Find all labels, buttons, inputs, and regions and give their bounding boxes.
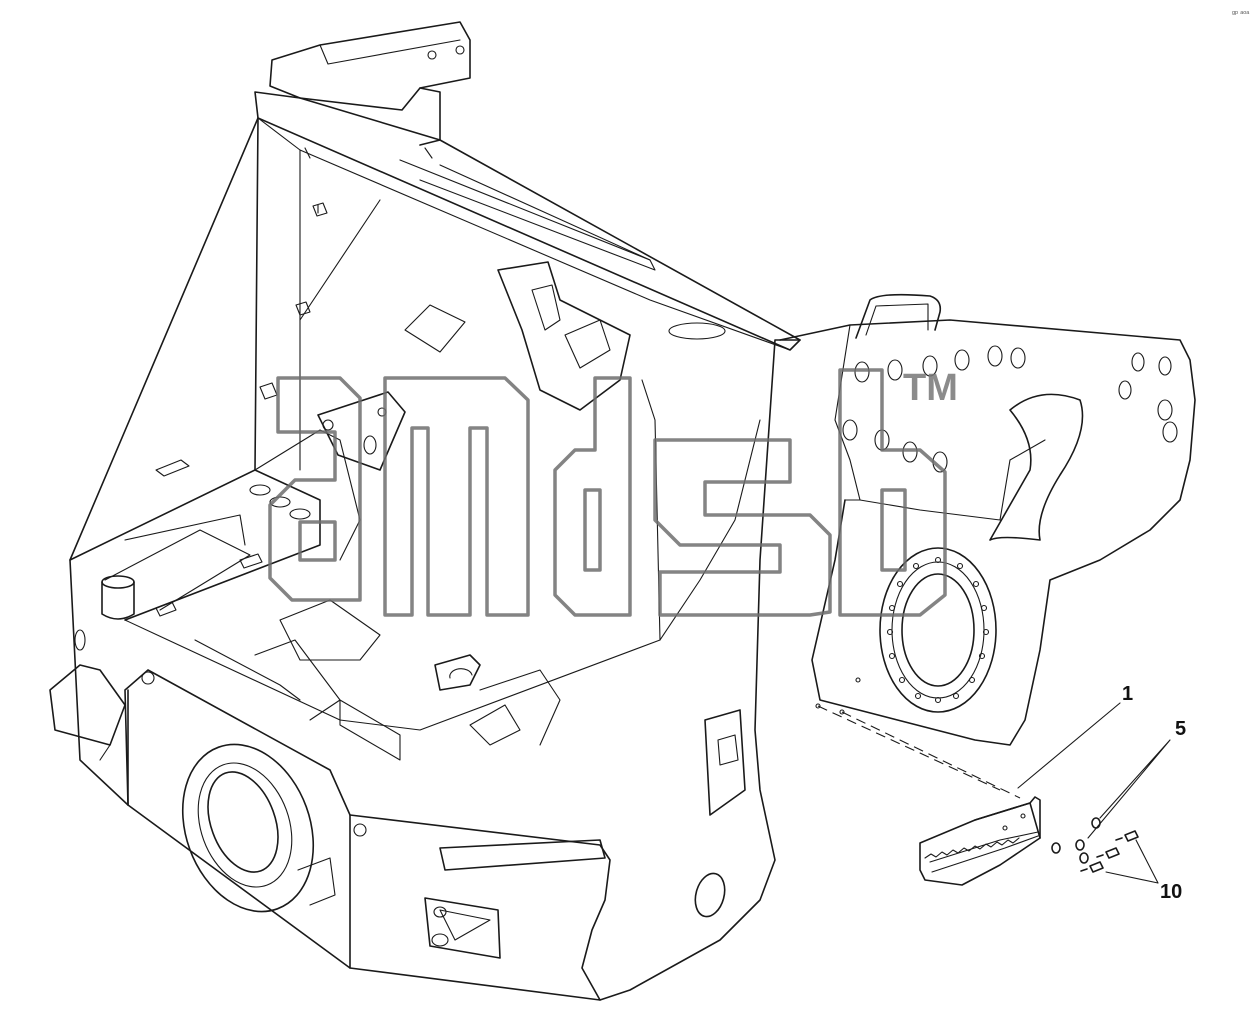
right-frame-plate <box>779 293 1196 746</box>
front-bore-flange <box>181 743 315 913</box>
inner-bulkhead <box>254 429 361 561</box>
bolt-circle <box>886 556 990 704</box>
tube-stub <box>101 575 135 589</box>
pivot-bracket <box>424 897 501 959</box>
screw-set <box>1080 830 1139 873</box>
watermark-logo: TM amds <box>268 367 958 617</box>
bolt-holes-lower <box>842 419 948 473</box>
leader-1 <box>1017 702 1121 789</box>
lifting-handle <box>855 293 942 339</box>
assembly-line-upper <box>817 705 1001 791</box>
floor-deck <box>69 469 321 621</box>
assembly-line-lower <box>841 711 1021 799</box>
handle-slot <box>439 839 606 871</box>
left-mount-plate <box>49 664 126 746</box>
callout-5: 5 <box>1175 718 1186 740</box>
front-lower-body <box>124 669 351 969</box>
saddle-bracket <box>434 654 481 691</box>
corner-mark: ᵍᵖ ᵃᵒᵃ <box>1232 9 1250 18</box>
trademark-mark: TM <box>903 367 958 409</box>
bolt-holes-top <box>854 345 1178 443</box>
step-part-1 <box>919 796 1041 886</box>
leader-10 <box>1105 839 1159 884</box>
curved-slot <box>989 393 1084 541</box>
callout-10: 10 <box>1160 881 1182 903</box>
washer-set <box>1051 817 1101 864</box>
frame-assembly <box>49 21 801 1001</box>
left-side-plate <box>69 117 259 806</box>
access-cover <box>404 304 466 353</box>
rear-bore-flange <box>879 547 997 713</box>
callout-1: 1 <box>1122 683 1133 705</box>
top-handle-bracket <box>269 21 471 111</box>
step-assembly: 1 5 10 <box>817 683 1186 903</box>
centre-gusset <box>497 261 631 411</box>
leader-5 <box>1087 739 1171 839</box>
